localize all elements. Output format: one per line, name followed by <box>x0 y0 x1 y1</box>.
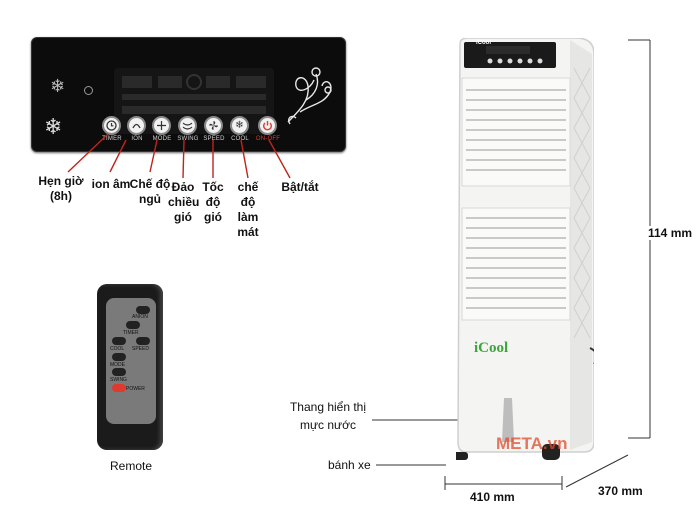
cool-button[interactable]: ❄ COOL <box>230 116 249 142</box>
remote-cool-label: COOL <box>110 346 125 352</box>
cooler-panel-brand: iCool <box>476 40 491 46</box>
ion-button-face <box>127 116 146 135</box>
remote-cool-button[interactable] <box>112 337 126 345</box>
ion-label: ION <box>131 136 143 142</box>
floral-ornament <box>287 67 332 125</box>
power-icon <box>263 121 272 131</box>
swing-icon <box>182 122 193 130</box>
snowflake-icon: ❄ <box>235 119 244 131</box>
remote-speed-label: SPEED <box>132 346 149 352</box>
callout-ion: ion âm <box>91 177 131 191</box>
mode-button-face <box>152 116 171 135</box>
callout-mode: Chế độ ngủ <box>129 177 171 206</box>
snowflake-icon: ❄ <box>50 76 66 96</box>
timer-label: TIMER <box>102 136 122 142</box>
cool-label: COOL <box>231 136 249 142</box>
display-segments <box>122 74 266 114</box>
power-button[interactable]: ON-OFF <box>256 116 280 142</box>
remote-mode-label: MODE <box>110 362 125 368</box>
swing-button[interactable]: SWING <box>177 116 198 142</box>
timer-button-face <box>102 116 121 135</box>
timer-button[interactable]: TIMER <box>102 116 122 142</box>
callout-timer: Hẹn giờ (8h) <box>38 174 84 203</box>
remote-mode-button[interactable] <box>112 353 126 361</box>
power-button-face <box>258 116 277 135</box>
air-cooler-unit <box>456 38 594 460</box>
callout-speed: Tốc độ gió <box>202 180 224 224</box>
clock-icon <box>106 120 117 131</box>
snowflake-large-icon: ❄ <box>44 114 63 139</box>
ion-button[interactable]: ION <box>127 116 146 142</box>
fan-icon <box>209 121 218 130</box>
panel-button-row: TIMER ION MODE SWING SPE <box>102 116 280 150</box>
width-dimension: 410 mm <box>470 490 515 504</box>
mode-button[interactable]: MODE <box>152 116 171 142</box>
remote-timer-button[interactable] <box>126 321 140 329</box>
remote-timer-label: TIMER <box>123 330 139 336</box>
remote-button-panel: ANION TIMER COOL SPEED MODE SWING POWER <box>106 298 156 424</box>
wheel-callout: bánh xe <box>328 458 371 472</box>
cooler-brand-logo: iCool <box>474 340 509 356</box>
control-panel: ❄ ❄ TIMER <box>31 37 346 152</box>
swing-button-face <box>178 116 197 135</box>
remote-swing-label: SWING <box>110 377 127 383</box>
remote-power-label: POWER <box>126 386 145 392</box>
remote-control: ANION TIMER COOL SPEED MODE SWING POWER <box>97 284 163 450</box>
callout-swing: Đảo chiều gió <box>168 180 200 224</box>
speed-button-face <box>204 116 223 135</box>
speed-label: SPEED <box>203 136 225 142</box>
remote-power-button[interactable] <box>112 384 126 392</box>
remote-swing-button[interactable] <box>112 368 126 376</box>
remote-speed-button[interactable] <box>136 337 150 345</box>
water-level-callout: Thang hiển thị mực nước <box>289 400 367 432</box>
remote-anion-label: ANION <box>132 314 148 320</box>
callout-cool: chế độ làm mát <box>237 180 259 239</box>
remote-caption: Remote <box>110 459 153 473</box>
mode-label: MODE <box>152 136 172 142</box>
callout-power: Bật/tắt <box>281 180 319 194</box>
indicator-light <box>84 86 93 95</box>
height-dimension: 114 mm <box>648 226 693 240</box>
remote-anion-button[interactable] <box>136 306 150 314</box>
watermark: META.vn <box>496 434 568 453</box>
power-label: ON-OFF <box>255 136 281 142</box>
mode-icon <box>157 121 166 130</box>
speed-button[interactable]: SPEED <box>203 116 224 142</box>
depth-dimension: 370 mm <box>598 484 643 498</box>
swing-label: SWING <box>177 136 199 142</box>
ion-icon <box>132 123 141 129</box>
cool-button-face: ❄ <box>230 116 249 135</box>
